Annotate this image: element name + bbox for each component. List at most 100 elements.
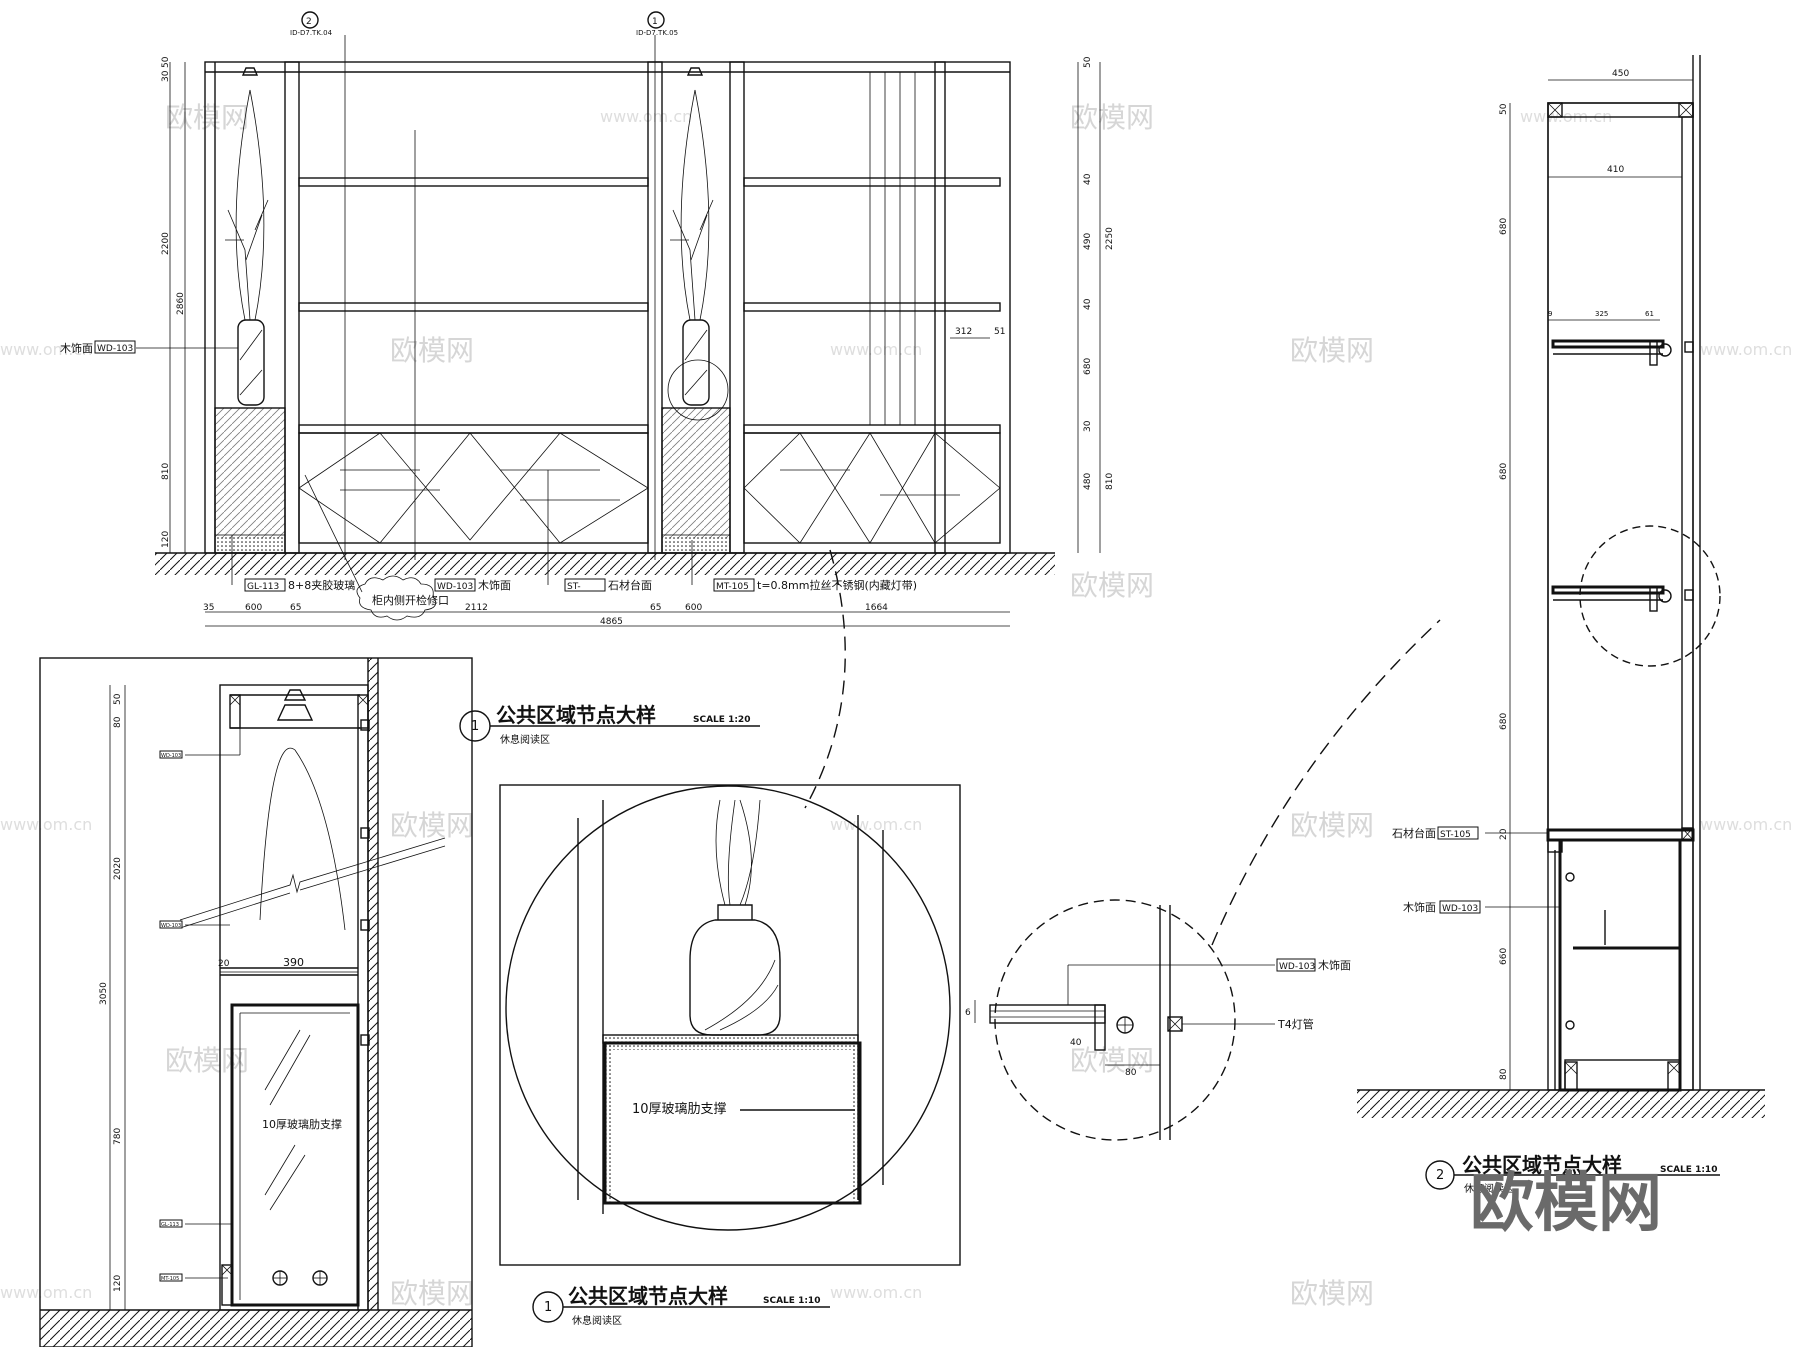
drawing-text: 450 bbox=[1612, 69, 1629, 79]
drawing-text: 680 bbox=[1499, 218, 1509, 235]
watermark-url: www.om.cn bbox=[830, 340, 922, 359]
ref-code-2: ID-D7.TK.04 bbox=[290, 29, 333, 37]
drawing-text: 810 bbox=[161, 463, 171, 480]
callout-cloud-text: 柜内侧开检修口 bbox=[372, 593, 449, 607]
watermark-url: www.om.cn bbox=[0, 340, 92, 359]
drawing-text: 35 bbox=[203, 603, 214, 613]
drawing-text: 120 bbox=[113, 1275, 123, 1292]
drawing-text: 65 bbox=[290, 603, 301, 613]
vase-left-icon bbox=[225, 67, 269, 406]
watermark-logo-large: 欧模网 bbox=[1470, 1167, 1662, 1241]
drawing-text: 600 bbox=[685, 603, 702, 613]
drawing-text: 40 bbox=[1083, 173, 1093, 185]
drawing-text: 休息阅读区 bbox=[1464, 1182, 1514, 1195]
drawing-text: 810 bbox=[1105, 473, 1115, 490]
drawing-text: 780 bbox=[113, 1128, 123, 1145]
drawing-text: 20 bbox=[1499, 828, 1509, 840]
detail2-view: WD-103 木饰面 T4灯管 6 40 80 bbox=[965, 899, 1351, 1141]
drawing-text: 2200 bbox=[161, 232, 171, 255]
drawing-text: 40 bbox=[1070, 1038, 1082, 1048]
watermark-url: www.om.cn bbox=[0, 815, 92, 834]
drawing-text: MT-105 bbox=[716, 582, 749, 592]
drawing-text: 312 bbox=[955, 327, 972, 337]
drawing-text: 4865 bbox=[600, 617, 623, 627]
watermark-url: www.om.cn bbox=[1700, 815, 1792, 834]
drawing-text: 390 bbox=[283, 956, 304, 969]
drawing-text: 石材台面 bbox=[608, 578, 652, 592]
drawing-text: 休息阅读区 bbox=[572, 1314, 622, 1327]
drawing-text: 680 bbox=[1499, 463, 1509, 480]
detail1-title: 公共区域节点大样 bbox=[568, 1284, 728, 1308]
section2-title: 公共区域节点大样 bbox=[1462, 1153, 1622, 1177]
drawing-text: 木饰面 bbox=[1403, 900, 1436, 914]
section1-title: 公共区域节点大样 bbox=[496, 703, 656, 727]
drawing-text: ST-105 bbox=[1440, 830, 1471, 840]
drawing-text: 480 bbox=[1083, 473, 1093, 490]
watermark-logo: 欧模网 bbox=[1070, 1044, 1154, 1077]
watermark-url: www.om.cn bbox=[0, 1283, 92, 1302]
drawing-text: t=0.8mm拉丝不锈钢(内藏灯带) bbox=[757, 578, 917, 592]
drawing-text: SCALE 1:10 bbox=[1660, 1165, 1717, 1175]
section2-view: 450 410 9 325 61 50 680 680 680 20 660 8… bbox=[1357, 55, 1765, 1195]
drawing-text: 80 bbox=[1125, 1068, 1137, 1078]
drawing-text: 61 bbox=[1645, 310, 1654, 318]
drawing-text: 2250 bbox=[1105, 227, 1115, 250]
drawing-text: 木饰面 bbox=[478, 578, 511, 592]
drawing-text: ST- bbox=[567, 582, 581, 592]
drawing-text: 石材台面 bbox=[1392, 826, 1436, 840]
drawing-text: 680 bbox=[1083, 358, 1093, 375]
drawing-text: WD-103 bbox=[161, 753, 181, 759]
watermark-url: www.om.cn bbox=[830, 1283, 922, 1302]
drawing-text: 9 bbox=[1548, 310, 1552, 318]
drawing-text: 6 bbox=[965, 1008, 971, 1018]
watermark-logo: 欧模网 bbox=[1070, 101, 1154, 134]
drawing-text: 30 bbox=[161, 70, 171, 82]
drawing-text: WD-103 bbox=[1279, 962, 1315, 972]
drawing-text: 660 bbox=[1499, 948, 1509, 965]
drawing-text: 50 bbox=[1083, 56, 1093, 68]
drawing-text: 325 bbox=[1595, 310, 1608, 318]
watermark-url: www.om.cn bbox=[1700, 340, 1792, 359]
drawing-text: 50 bbox=[113, 693, 123, 705]
watermark-logo: 欧模网 bbox=[165, 101, 249, 134]
drawing-text: SCALE 1:10 bbox=[763, 1296, 820, 1306]
watermark-logo: 欧模网 bbox=[390, 334, 474, 367]
vase-right-icon bbox=[667, 67, 729, 421]
watermark-url: www.om.cn bbox=[600, 107, 692, 126]
callout-wood-left-code: WD-103 bbox=[97, 344, 133, 354]
ref-num-1: 1 bbox=[652, 17, 658, 27]
section1-glass-label: 10厚玻璃肋支撑 bbox=[262, 1117, 342, 1131]
drawing-text: 休息阅读区 bbox=[500, 733, 550, 746]
drawing-text: 2112 bbox=[465, 603, 488, 613]
detail2-lamp-label: T4灯管 bbox=[1277, 1017, 1314, 1031]
ref-code-1: ID-D7.TK.05 bbox=[636, 29, 678, 37]
callout-wood-left-text: 木饰面 bbox=[60, 341, 93, 355]
drawing-text: WD-103 bbox=[437, 582, 473, 592]
drawing-text: GL-113 bbox=[247, 582, 279, 592]
drawing-text: 50 bbox=[161, 56, 171, 68]
detail1-label: 10厚玻璃肋支撑 bbox=[632, 1102, 727, 1117]
drawing-text: 木饰面 bbox=[1318, 958, 1351, 972]
drawing-text: 2860 bbox=[176, 292, 186, 315]
drawing-text: 3050 bbox=[99, 982, 109, 1005]
watermark-logo: 欧模网 bbox=[390, 809, 474, 842]
section1-view: 10厚玻璃肋支撑 50 80 2020 3050 780 120 20 390 … bbox=[39, 657, 760, 1347]
elevation-view: 2 ID-D7.TK.04 1 ID-D7.TK.05 50 30 2200 2… bbox=[60, 11, 1115, 627]
drawing-text: 2 bbox=[1436, 1168, 1444, 1183]
drawing-text: 600 bbox=[245, 603, 262, 613]
leader-line bbox=[804, 549, 846, 809]
drawing-text: SCALE 1:20 bbox=[693, 715, 750, 725]
drawing-text: 40 bbox=[1083, 298, 1093, 310]
drawing-text: 30 bbox=[1083, 420, 1093, 432]
drawing-text: MT-105 bbox=[161, 1276, 179, 1282]
detail1-view: 10厚玻璃肋支撑 1 公共区域节点大样 SCALE 1:10 休息阅读区 bbox=[499, 784, 961, 1327]
drawing-text: WD-103 bbox=[161, 923, 181, 929]
drawing-text: GL-113 bbox=[161, 1222, 179, 1228]
drawing-text: 65 bbox=[650, 603, 661, 613]
drawing-text: 120 bbox=[161, 531, 171, 548]
watermark-logo: 欧模网 bbox=[1290, 809, 1374, 842]
drawing-text: 680 bbox=[1499, 713, 1509, 730]
drawing-text: 51 bbox=[994, 327, 1005, 337]
drawing-text: 20 bbox=[218, 959, 230, 969]
